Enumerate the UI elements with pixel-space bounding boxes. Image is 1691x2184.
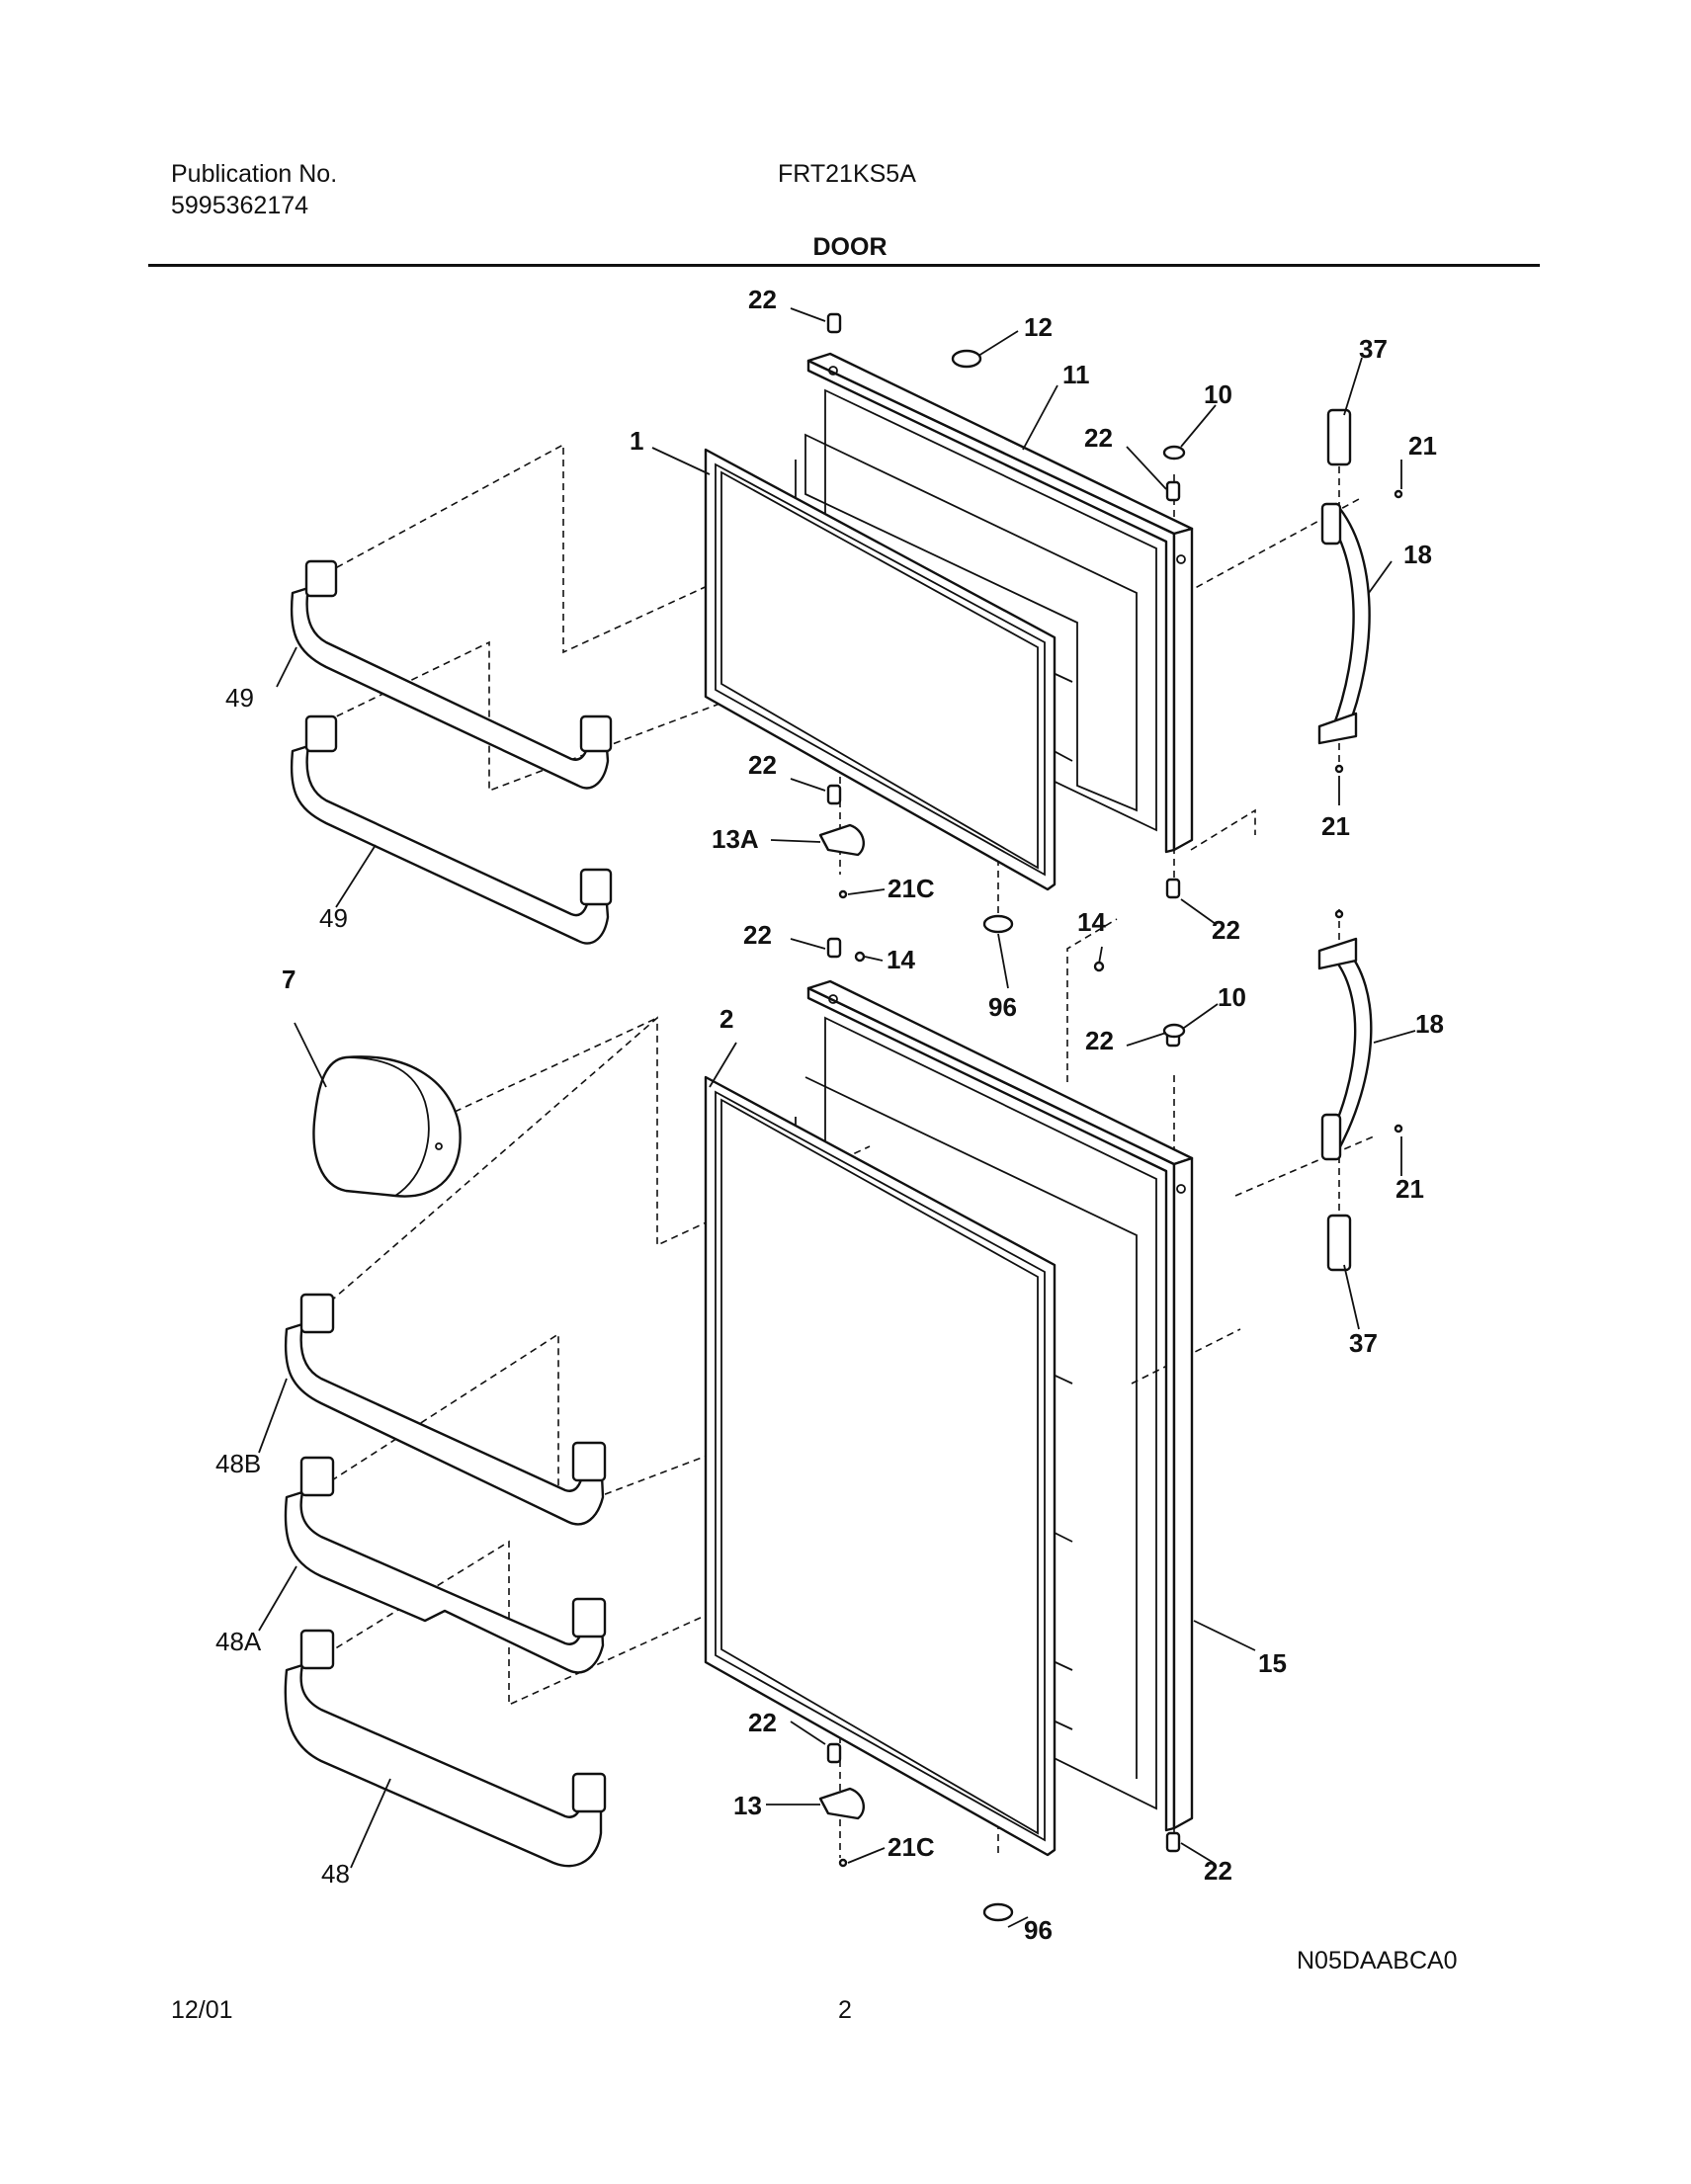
callout-1: 1 <box>630 426 643 456</box>
callout-21: 21 <box>1321 811 1350 841</box>
callout-18: 18 <box>1415 1009 1444 1039</box>
callout-21c: 21C <box>888 874 935 903</box>
callout-96: 96 <box>988 992 1017 1022</box>
callout-21: 21 <box>1395 1174 1424 1204</box>
callout-49: 49 <box>225 683 254 713</box>
dairy-compartment-cover <box>312 1055 462 1198</box>
freezer-door-gasket <box>704 448 1057 891</box>
revision-date: 12/01 <box>171 1996 233 2024</box>
callout-22: 22 <box>748 1708 777 1737</box>
upper-handle-cap <box>1326 408 1352 466</box>
callout-22: 22 <box>1084 423 1113 453</box>
door-shelf-48a <box>284 1456 607 1674</box>
callout-21: 21 <box>1408 431 1437 461</box>
callout-10: 10 <box>1204 379 1232 409</box>
fresh-food-door-gasket <box>704 1075 1057 1857</box>
callout-14: 14 <box>1077 907 1106 937</box>
leader-lines <box>258 307 1416 1928</box>
header-rule <box>148 264 1540 267</box>
hardware <box>818 312 1403 1922</box>
callout-2: 2 <box>719 1004 733 1034</box>
callout-22: 22 <box>743 920 772 950</box>
callout-18: 18 <box>1403 540 1432 569</box>
callout-13a: 13A <box>712 824 759 854</box>
callout-37: 37 <box>1359 334 1388 364</box>
callout-13: 13 <box>733 1791 762 1820</box>
callout-22: 22 <box>1204 1856 1232 1886</box>
door-shelf-49-upper <box>290 559 613 790</box>
callout-11: 11 <box>1062 360 1090 389</box>
callout-22: 22 <box>748 750 777 780</box>
callout-22: 22 <box>1212 915 1240 945</box>
upper-handle <box>1317 502 1371 745</box>
page-number: 2 <box>838 1996 852 2024</box>
callout-15: 15 <box>1258 1648 1287 1678</box>
callout-labels: 22 12 11 10 22 37 21 18 1 49 49 22 13A 2… <box>215 285 1444 1945</box>
fresh-food-door-outer <box>795 979 1194 1832</box>
door-shelf-48 <box>284 1629 607 1868</box>
callout-7: 7 <box>282 965 296 994</box>
callout-14: 14 <box>887 945 915 974</box>
callout-48: 48 <box>321 1859 350 1889</box>
callout-48b: 48B <box>215 1449 261 1478</box>
model-number: FRT21KS5A <box>778 160 916 188</box>
publication-number: 5995362174 <box>171 192 309 219</box>
callout-22: 22 <box>1085 1026 1114 1055</box>
lower-handle <box>1317 937 1373 1161</box>
door-shelf-49-lower <box>290 714 613 945</box>
callout-48a: 48A <box>215 1627 262 1656</box>
callout-10: 10 <box>1218 982 1246 1012</box>
lower-handle-cap <box>1326 1214 1352 1272</box>
callout-49: 49 <box>319 903 348 933</box>
callout-21c: 21C <box>888 1832 935 1862</box>
door-shelf-48b <box>284 1293 607 1526</box>
diagram-code: N05DAABCA0 <box>1297 1947 1458 1974</box>
callout-37: 37 <box>1349 1328 1378 1358</box>
publication-label: Publication No. <box>171 160 338 188</box>
callout-22: 22 <box>748 285 777 314</box>
callout-12: 12 <box>1024 312 1053 342</box>
callout-96: 96 <box>1024 1915 1053 1945</box>
section-title: DOOR <box>812 233 888 261</box>
